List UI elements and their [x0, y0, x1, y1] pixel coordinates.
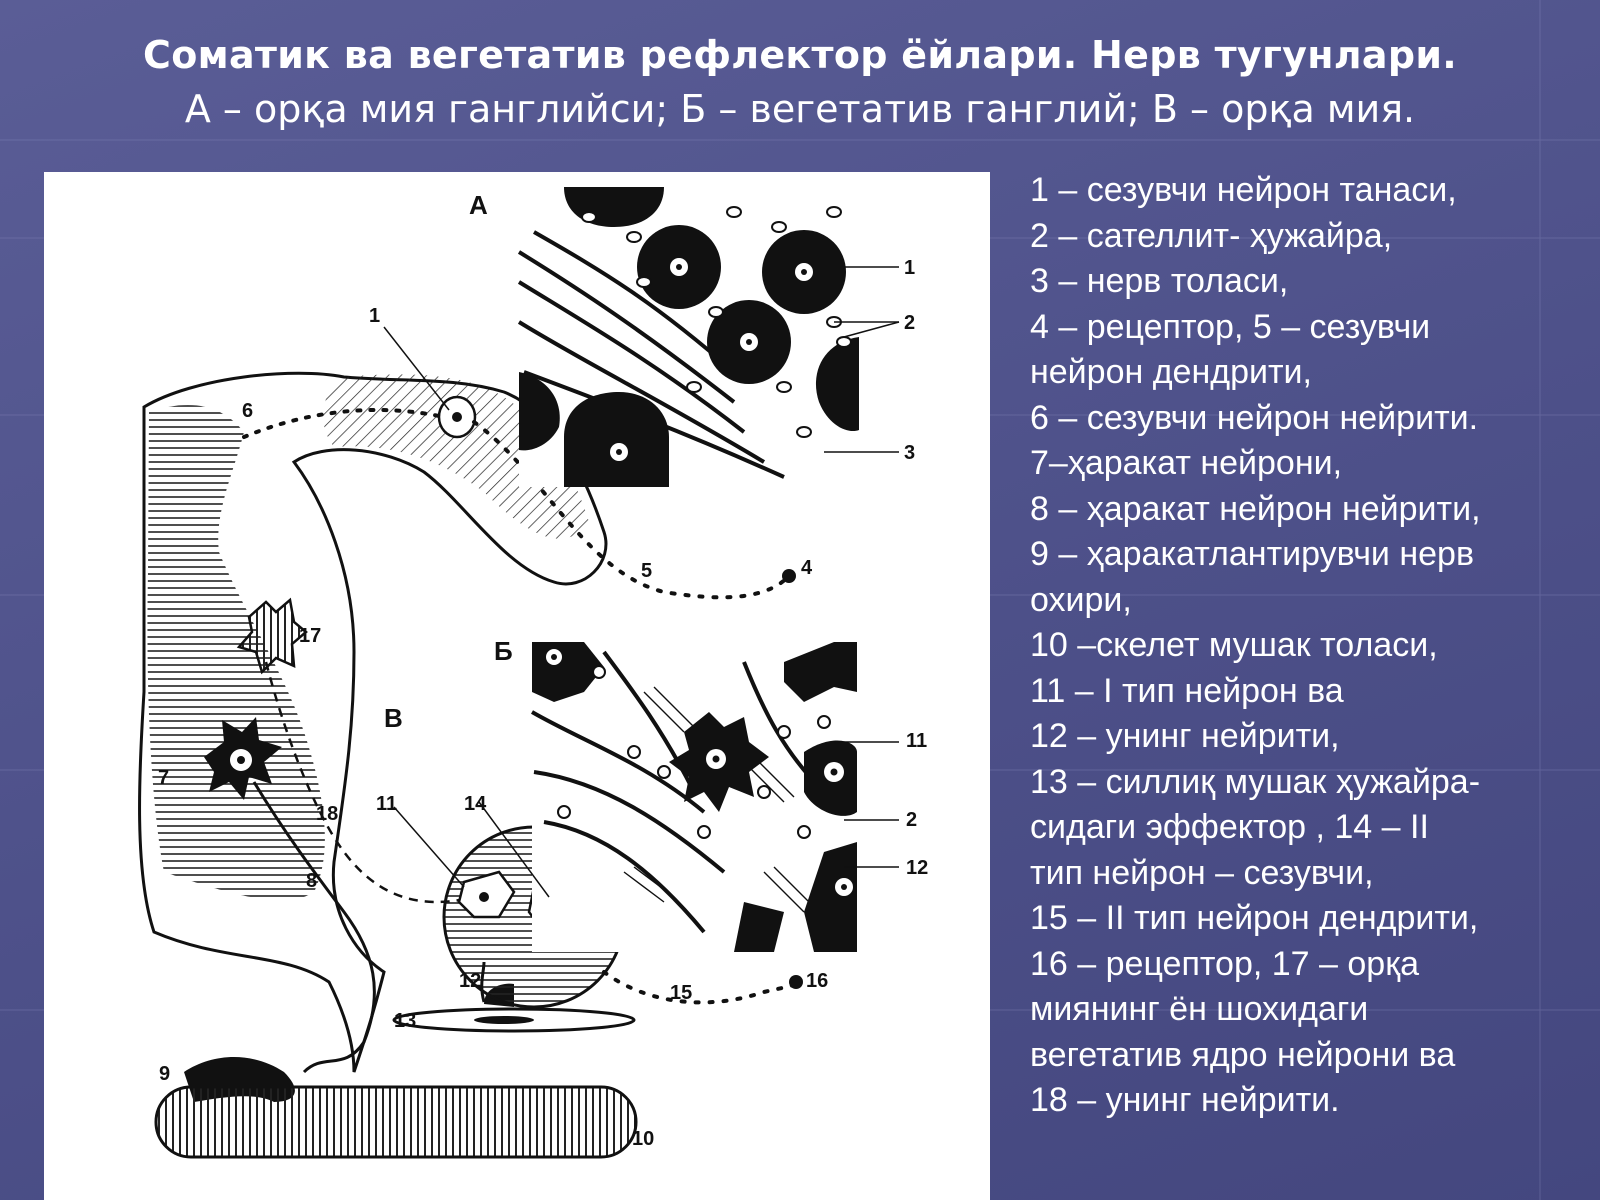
legend-line: 13 – силлиқ мушак ҳужайра-	[1030, 762, 1481, 801]
label-18: 18	[316, 803, 338, 825]
label-12: 12	[459, 970, 481, 992]
vegetative-ganglion-panel-B	[531, 640, 857, 952]
spinal-ganglion-panel-A	[517, 187, 859, 487]
legend-list: 1 – сезувчи нейрон танаси, 2 – сателлит-…	[1030, 168, 1590, 1124]
label-8: 8	[306, 870, 317, 892]
diagram-drawing: А Б В 1 1 2 3 4 5 6 7 8 9 10 11 11 2 12 …	[138, 187, 928, 1159]
vegetative-nucleus-neuron-17	[236, 597, 308, 675]
legend-line: 12 – унинг нейрити,	[1030, 717, 1340, 755]
label-section-A: А	[469, 190, 488, 220]
label-1: 1	[369, 305, 380, 327]
neurite-18	[264, 661, 475, 904]
label-12-panel: 12	[906, 857, 928, 879]
skeletal-muscle-fiber-10	[154, 1085, 638, 1159]
label-1-panel: 1	[904, 257, 915, 279]
legend-line: 1 – сезувчи нейрон танаси,	[1030, 171, 1457, 209]
legend-line: 7–ҳаракат нейрони,	[1030, 444, 1343, 482]
slide-title: Соматик ва вегетатив рефлектор ёйлари. Н…	[143, 33, 1457, 77]
legend-line: 18 – унинг нейрити.	[1030, 1081, 1340, 1119]
label-9: 9	[159, 1063, 170, 1085]
label-2-panel-A: 2	[904, 312, 915, 334]
legend-line: миянинг ён шохидаги	[1030, 990, 1369, 1028]
legend-line: сидаги эффектор , 14 – II	[1030, 808, 1429, 846]
legend-line: 3 – нерв толаси,	[1030, 262, 1289, 300]
legend-line: 16 – рецептор, 17 – орқа	[1030, 944, 1419, 983]
receptor-4	[782, 569, 796, 583]
label-13: 13	[394, 1010, 416, 1032]
legend-line: 8 – ҳаракат нейрон нейрити,	[1030, 489, 1481, 528]
label-4: 4	[801, 557, 813, 579]
neurite-12	[480, 961, 486, 1003]
slide-subtitle: А – орқа мия ганглийси; Б – вегетатив га…	[184, 87, 1416, 131]
label-6: 6	[242, 400, 253, 422]
legend-line: тип нейрон – сезувчи,	[1030, 853, 1374, 892]
label-10: 10	[632, 1128, 654, 1150]
legend-line: 15 – II тип нейрон дендрити,	[1030, 899, 1479, 937]
label-14: 14	[464, 793, 487, 815]
legend-line: 11 – I тип нейрон ва	[1030, 671, 1344, 710]
slide-title-block: Соматик ва вегетатив рефлектор ёйлари. Н…	[0, 28, 1600, 136]
legend-line: вегетатив ядро нейрони ва	[1030, 1035, 1456, 1074]
label-section-V: В	[384, 703, 403, 733]
dorsal-horn-hatch	[147, 404, 325, 901]
legend-line: 10 –скелет мушак толаси,	[1030, 626, 1438, 664]
receptor-16	[789, 975, 803, 989]
label-15: 15	[670, 982, 692, 1004]
label-16: 16	[806, 970, 828, 992]
label-17: 17	[299, 625, 321, 647]
label-5: 5	[641, 560, 652, 582]
label-11-panel: 11	[906, 730, 927, 752]
label-3: 3	[904, 442, 915, 464]
type-two-dendrite-15	[602, 970, 798, 1005]
reflex-arc-diagram: А Б В 1 1 2 3 4 5 6 7 8 9 10 11 11 2 12 …	[44, 172, 990, 1200]
legend-line: 4 – рецептор, 5 – сезувчи	[1030, 307, 1431, 346]
legend-line: охири,	[1030, 580, 1132, 619]
legend-line: 6 – сезувчи нейрон нейрити.	[1030, 398, 1479, 437]
legend-line: 9 – ҳаракатлантирувчи нерв	[1030, 535, 1475, 573]
label-2-panel-B: 2	[906, 809, 917, 831]
motor-neurite-8	[252, 781, 376, 1074]
label-section-B: Б	[494, 636, 513, 666]
label-7: 7	[158, 767, 169, 789]
legend-line: нейрон дендрити,	[1030, 353, 1312, 391]
legend-line: 2 – сателлит- ҳужайра,	[1030, 216, 1393, 255]
label-11: 11	[376, 793, 397, 815]
